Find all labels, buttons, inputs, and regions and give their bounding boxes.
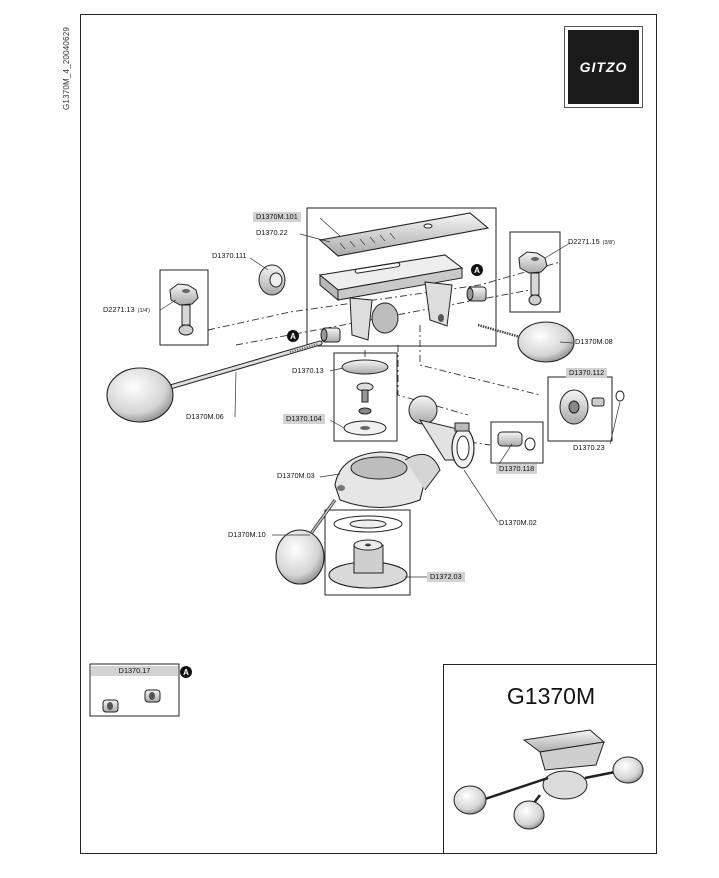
pan-disc-and-screw	[559, 389, 625, 425]
part-label-d1370-13: D1370.13	[292, 366, 324, 375]
part-label-d1370-112: D1370.112	[566, 368, 608, 378]
side-handle	[275, 499, 337, 585]
part-label-d1370-104: D1370.104	[283, 414, 325, 424]
left-locking-knob	[169, 283, 199, 336]
plate-lock-bushing	[258, 264, 286, 296]
base-box	[324, 509, 411, 596]
right-locking-knob	[518, 251, 548, 306]
part-code-d2271-13: D2271.13	[103, 305, 135, 314]
long-handle	[106, 340, 323, 423]
washer-screw-box	[333, 352, 398, 442]
callout-a-text-left: A	[290, 332, 296, 341]
pan-ring	[334, 451, 441, 509]
part-label-d1370m-10: D1370M.10	[228, 530, 266, 539]
top-plate-box	[306, 207, 497, 347]
part-label-d1370-111: D1370.111	[212, 251, 247, 260]
part-label-d1370m-08: D1370M.08	[575, 337, 613, 346]
product-thumbnail	[453, 729, 644, 830]
small-screws	[320, 286, 487, 343]
washer-and-screw	[341, 359, 389, 436]
brand-logo: GITZO	[564, 26, 643, 108]
callout-a-marker-left	[287, 330, 299, 342]
product-overview-panel: G1370M	[443, 664, 657, 854]
part-thread-note-3-8: (3/8')	[602, 240, 616, 246]
part-label-d2271-15: D2271.15(3/8')	[568, 237, 615, 248]
part-label-d1370m-03: D1370M.03	[277, 471, 315, 480]
part-label-d1370-22: D1370.22	[256, 228, 288, 237]
part-label-d1370-23: D1370.23	[573, 443, 605, 452]
callout-a-marker-right	[471, 264, 483, 276]
spare-screws	[102, 689, 161, 713]
right-knob-box	[509, 231, 561, 313]
brand-logo-text: GITZO	[579, 59, 628, 75]
spare-screws-box	[89, 663, 180, 717]
product-title: G1370M	[506, 683, 596, 709]
drawing-frame	[80, 14, 657, 854]
part-label-d2271-13: D2271.13(1/4')	[103, 305, 150, 316]
callout-a-marker-spares	[180, 666, 192, 678]
tilt-yoke	[408, 395, 475, 469]
pan-handle	[477, 321, 575, 363]
part-label-d1370m-06: D1370M.06	[186, 412, 224, 421]
part-label-d1370-118: D1370.118	[496, 464, 538, 474]
leader-lines	[159, 217, 621, 578]
quick-release-plate	[318, 212, 490, 257]
part-label-d1370m-101: D1370M.101	[253, 212, 301, 222]
callout-a-text-right: A	[474, 266, 480, 275]
part-thread-note-1-4: (1/4')	[137, 308, 151, 314]
base-platform	[328, 515, 408, 589]
part-label-d1372-03: D1372.03	[427, 572, 465, 582]
part-code-d2271-15: D2271.15	[568, 237, 600, 246]
part-label-d1370-17: D1370.17	[91, 666, 178, 676]
part-label-d1370m-02: D1370M.02	[499, 518, 537, 527]
left-knob-box	[159, 269, 209, 346]
callout-a-markers: A A A	[180, 264, 483, 678]
spacer-sleeve	[497, 431, 536, 451]
spacer-box	[490, 421, 544, 464]
head-body	[318, 254, 464, 341]
callout-a-text-spares: A	[183, 668, 189, 677]
